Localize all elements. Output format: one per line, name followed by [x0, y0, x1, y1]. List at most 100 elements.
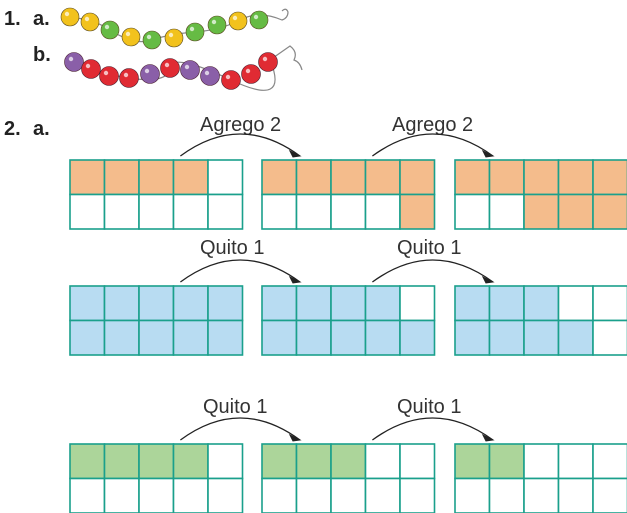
filled-square — [488, 319, 525, 356]
filled-square — [364, 319, 401, 356]
filled-square — [261, 285, 298, 322]
empty-square — [399, 443, 436, 480]
filled-square — [523, 193, 560, 230]
row-2-arrow-label-2: Quito 1 — [397, 237, 462, 259]
filled-square — [399, 193, 436, 230]
filled-square — [207, 319, 244, 356]
arrow-head-icon — [288, 433, 302, 442]
filled-square — [261, 159, 298, 196]
filled-square — [69, 443, 106, 480]
necklace-a-bead — [207, 15, 227, 35]
empty-square — [592, 285, 627, 322]
filled-square — [330, 443, 367, 480]
filled-square — [399, 319, 436, 356]
empty-square — [592, 319, 627, 356]
filled-square — [454, 285, 491, 322]
empty-square — [138, 193, 175, 230]
empty-square — [295, 193, 332, 230]
empty-square — [523, 443, 560, 480]
bead-highlight — [245, 68, 251, 74]
necklace-a-bead — [185, 22, 205, 42]
filled-square — [295, 319, 332, 356]
empty-square — [207, 159, 244, 196]
filled-square — [330, 285, 367, 322]
row-3-arrow-label-1: Quito 1 — [203, 396, 268, 418]
filled-square — [330, 319, 367, 356]
section-1-number: 1. — [4, 8, 21, 30]
bead-highlight — [68, 56, 74, 62]
empty-square — [557, 477, 594, 513]
necklace-a-bead — [121, 27, 141, 47]
arrow-head-icon — [288, 275, 302, 284]
arrow-head-icon — [481, 149, 495, 158]
necklace-a-bead — [100, 20, 120, 40]
empty-square — [364, 477, 401, 513]
necklace-a-bead — [164, 28, 184, 48]
empty-square — [523, 477, 560, 513]
row-1-arrow-label-2: Agrego 2 — [392, 114, 474, 136]
necklace-b-bead — [64, 52, 84, 72]
necklace-b-bead — [99, 66, 119, 86]
filled-square — [261, 319, 298, 356]
transform-arrow — [372, 133, 494, 157]
filled-square — [330, 159, 367, 196]
filled-square — [523, 159, 560, 196]
empty-square — [592, 477, 627, 513]
bead-highlight — [204, 70, 210, 76]
filled-square — [172, 159, 209, 196]
empty-square — [172, 193, 209, 230]
empty-square — [399, 285, 436, 322]
filled-square — [295, 443, 332, 480]
bead-highlight — [184, 64, 190, 70]
bead-highlight — [225, 74, 231, 80]
filled-square — [138, 285, 175, 322]
empty-square — [261, 477, 298, 513]
necklace-b-bead — [200, 66, 220, 86]
filled-square — [454, 319, 491, 356]
section-2-part-a-label: a. — [33, 118, 50, 140]
empty-square — [592, 443, 627, 480]
bead-highlight — [262, 56, 268, 62]
empty-square — [364, 193, 401, 230]
empty-square — [207, 193, 244, 230]
empty-square — [103, 193, 140, 230]
transform-arrow — [180, 259, 301, 283]
arrow-head-icon — [481, 433, 495, 442]
bead-highlight — [168, 32, 174, 38]
necklace-b-bead — [160, 58, 180, 78]
filled-square — [69, 319, 106, 356]
filled-square — [454, 443, 491, 480]
empty-square — [488, 477, 525, 513]
filled-square — [454, 159, 491, 196]
necklace-a-bead — [249, 10, 269, 30]
empty-square — [330, 477, 367, 513]
filled-square — [364, 285, 401, 322]
filled-square — [138, 159, 175, 196]
filled-square — [523, 319, 560, 356]
empty-square — [261, 193, 298, 230]
filled-square — [557, 193, 594, 230]
filled-square — [488, 443, 525, 480]
filled-square — [364, 159, 401, 196]
bead-highlight — [164, 62, 170, 68]
filled-square — [138, 443, 175, 480]
filled-square — [172, 319, 209, 356]
empty-square — [295, 477, 332, 513]
section-2-number: 2. — [4, 118, 21, 140]
filled-square — [103, 285, 140, 322]
bead-highlight — [123, 72, 129, 78]
bead-highlight — [84, 16, 90, 22]
empty-square — [138, 477, 175, 513]
necklace-b-bead — [119, 68, 139, 88]
filled-square — [103, 443, 140, 480]
filled-square — [207, 285, 244, 322]
row-1-arrow-label-1: Agrego 2 — [200, 114, 282, 136]
filled-square — [592, 193, 627, 230]
bead-highlight — [144, 68, 150, 74]
bead-highlight — [232, 15, 238, 21]
filled-square — [69, 159, 106, 196]
empty-square — [557, 285, 594, 322]
empty-square — [330, 193, 367, 230]
transform-arrow — [372, 259, 494, 283]
